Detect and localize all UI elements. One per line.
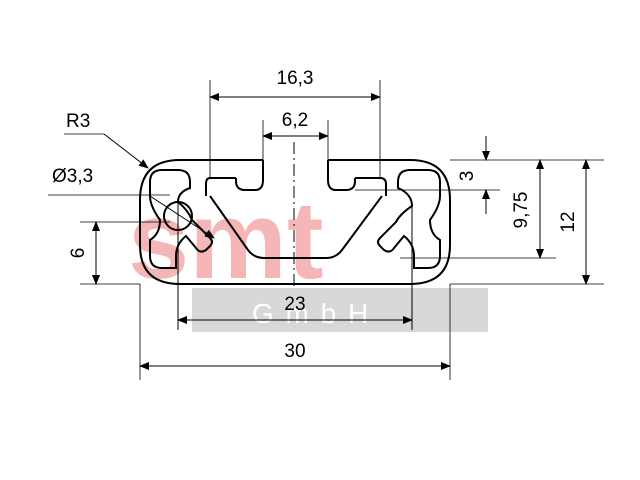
label-23: 23 [284, 294, 305, 315]
label-9-75: 9,75 [511, 192, 532, 229]
profile-outline [139, 159, 451, 285]
centerlines [177, 142, 413, 330]
left-end-slot [149, 169, 213, 269]
watermark-band [192, 288, 488, 332]
label-12: 12 [558, 211, 579, 232]
label-6: 6 [68, 248, 89, 259]
extension-lines [48, 80, 604, 380]
label-r3: R3 [66, 111, 90, 132]
bore-leader [149, 195, 215, 239]
watermark-subtitle: G m b H [252, 298, 370, 329]
label-6-2: 6,2 [282, 110, 308, 131]
radius-leader [103, 133, 149, 169]
center-slot [235, 160, 356, 191]
label-16-3: 16,3 [277, 68, 314, 89]
label-bore-diameter: Ø3,3 [52, 166, 93, 187]
center-chamber [209, 195, 383, 259]
label-30: 30 [284, 341, 305, 362]
dimension-lines [64, 93, 590, 370]
label-3: 3 [457, 171, 478, 182]
dimension-labels: 16,3 6,2 R3 Ø3,3 23 30 6 3 9,75 12 [52, 68, 579, 362]
outer-contour [139, 159, 451, 285]
right-end-slot [377, 169, 441, 269]
slot-lip-right [355, 177, 387, 196]
